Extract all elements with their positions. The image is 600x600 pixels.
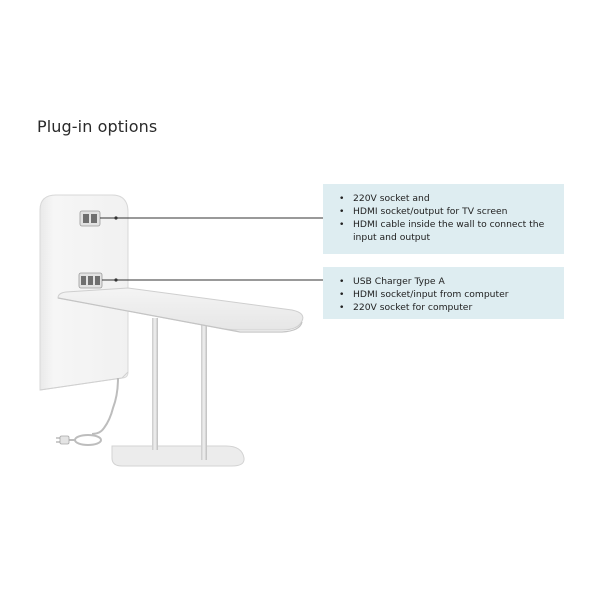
table-leg-left — [152, 318, 158, 450]
list-item: HDMI socket/output for TV screen — [337, 205, 556, 218]
table-base — [111, 445, 245, 467]
list-item: 220V socket and — [337, 192, 556, 205]
callout-lower-sockets: USB Charger Type A HDMI socket/input fro… — [323, 267, 564, 319]
page-title: Plug-in options — [37, 117, 158, 136]
list-item: HDMI socket/input from computer — [337, 288, 556, 301]
list-item: 220V socket for computer — [337, 301, 556, 314]
list-item: USB Charger Type A — [337, 275, 556, 288]
power-plug — [59, 435, 70, 445]
lower-socket-plate — [78, 272, 103, 289]
list-item: HDMI cable inside the wall to connect th… — [337, 218, 556, 244]
upper-socket-plate — [79, 210, 101, 227]
cable-coil — [74, 434, 102, 446]
table-leg-right — [201, 325, 207, 460]
power-cable — [91, 377, 119, 435]
callout-upper-sockets: 220V socket and HDMI socket/output for T… — [323, 184, 564, 254]
table-top — [57, 287, 304, 331]
